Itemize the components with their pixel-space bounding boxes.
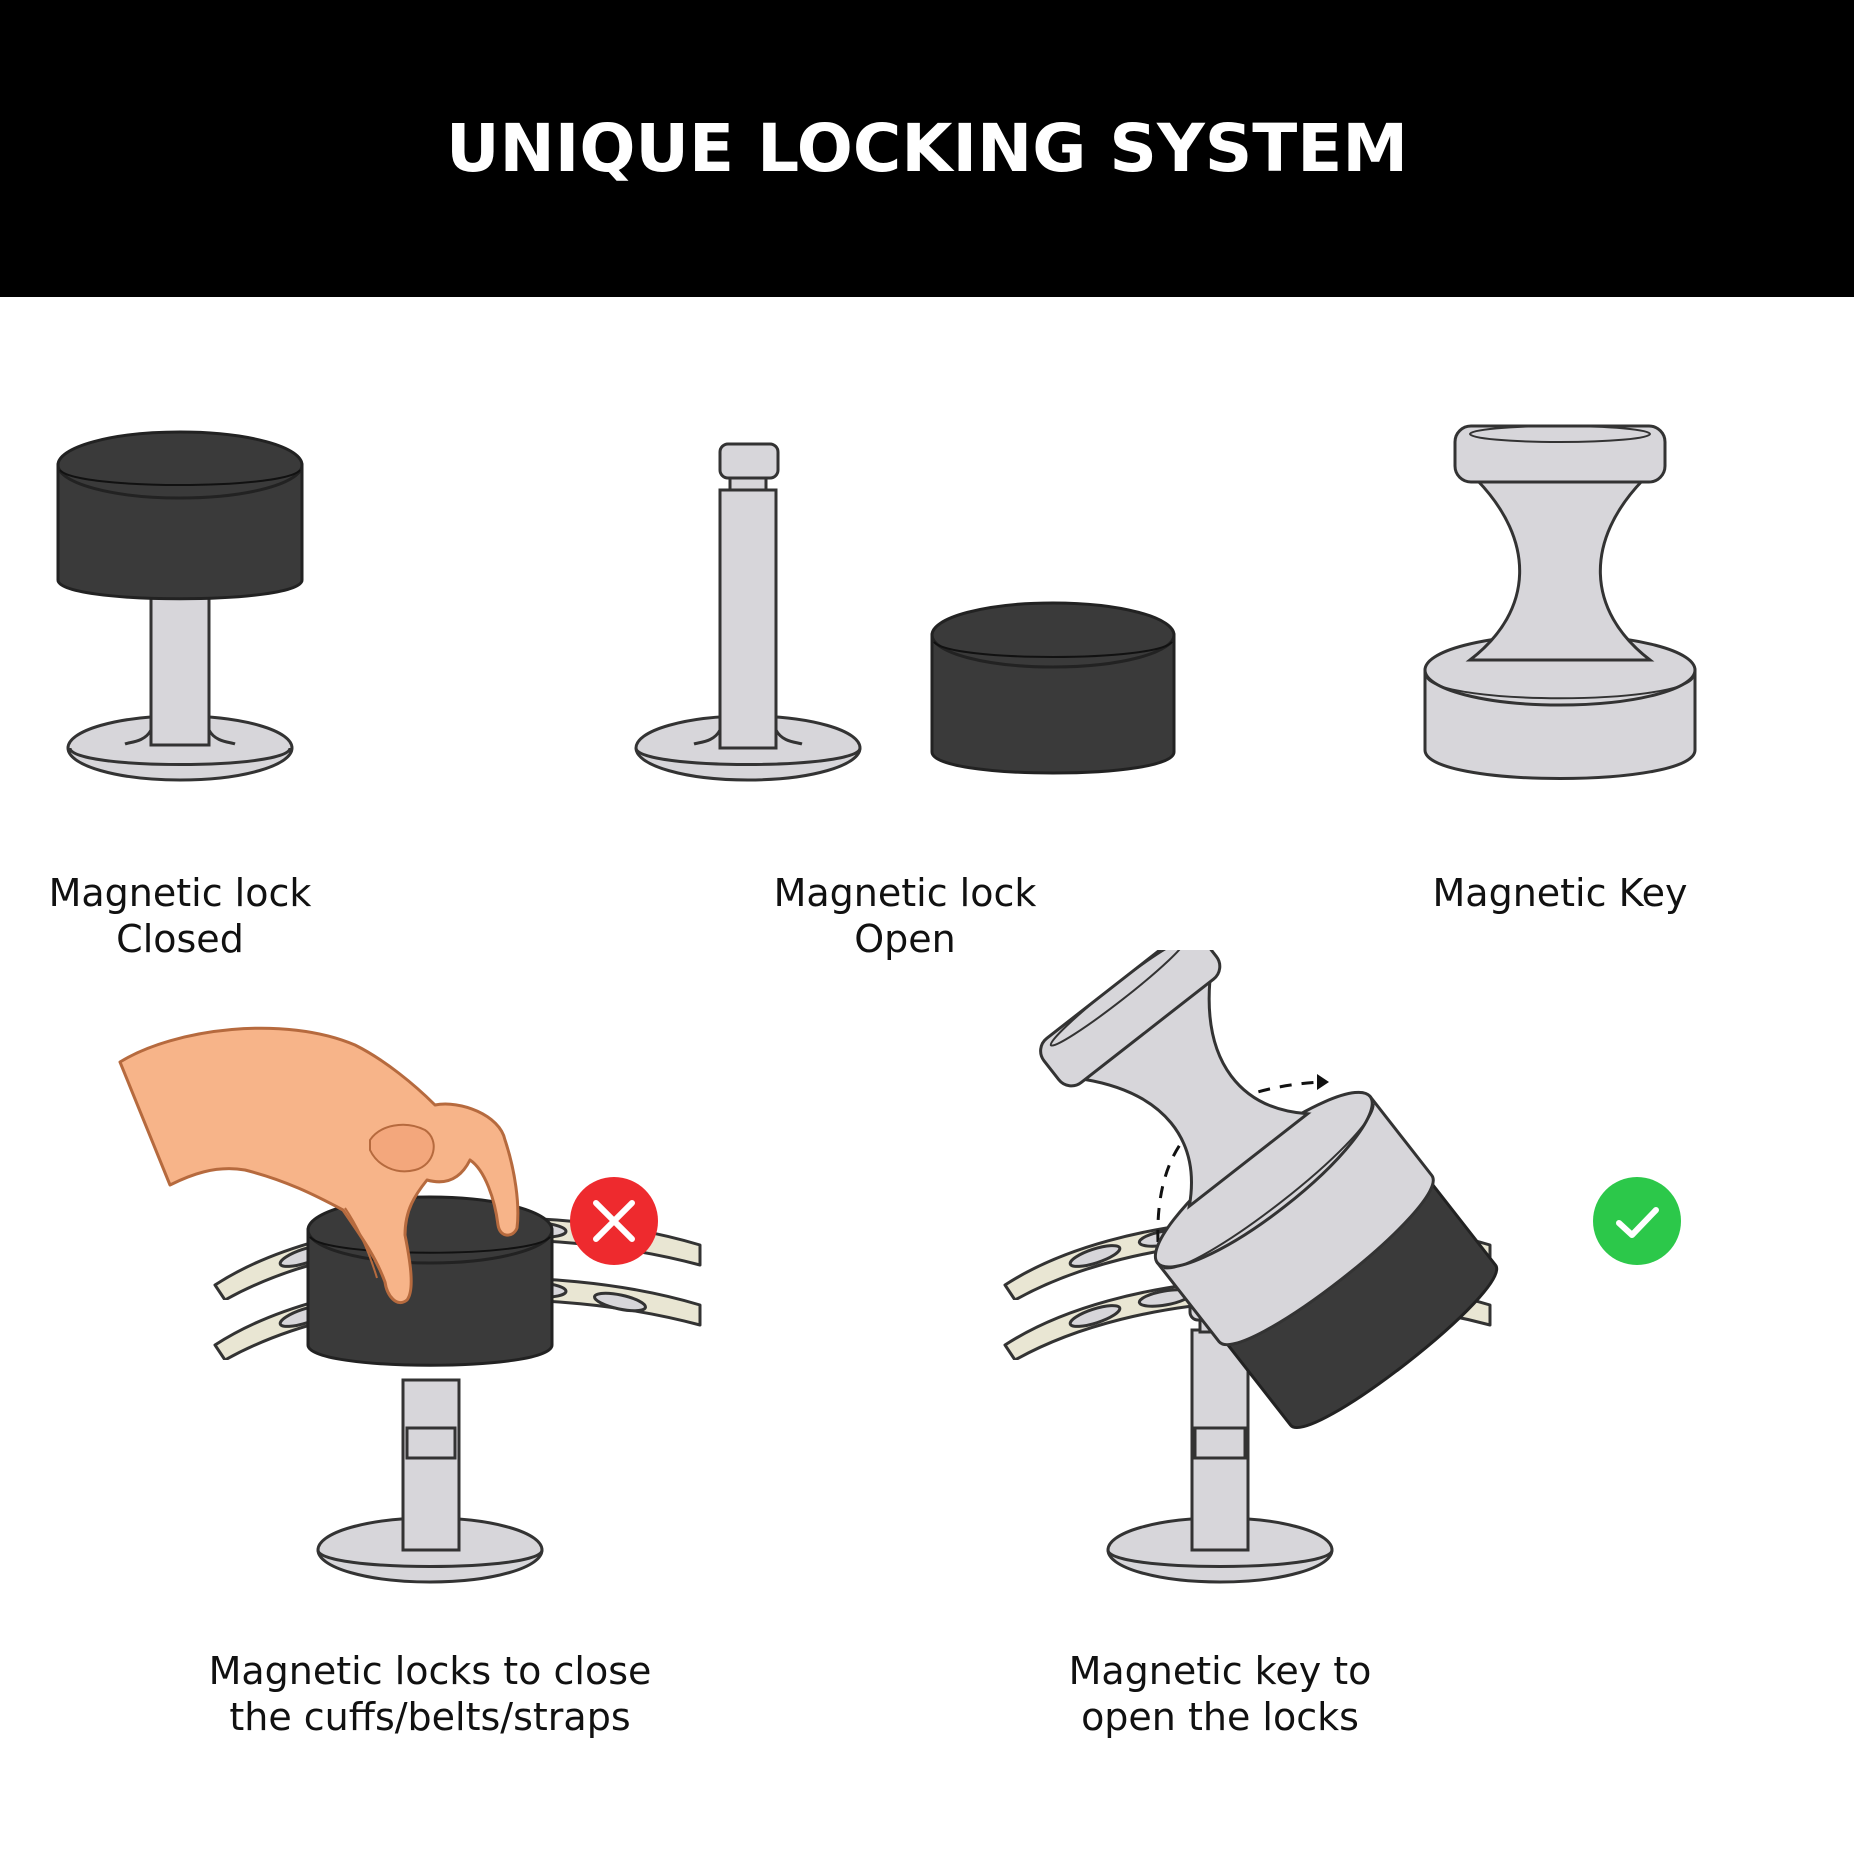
magnetic-key-illustration	[1423, 424, 1697, 780]
page-title: UNIQUE LOCKING SYSTEM	[445, 110, 1409, 187]
caption-open-locks: Magnetic key to open the locks	[1068, 1649, 1372, 1739]
x-mark-icon	[593, 1200, 635, 1242]
header-banner: UNIQUE LOCKING SYSTEM	[0, 0, 1854, 297]
caption-lock-open: Magnetic lock Open	[773, 871, 1037, 961]
correct-badge	[1593, 1177, 1681, 1265]
magnetic-lock-open-illustration	[634, 442, 1176, 782]
caption-lock-closed: Magnetic lock Closed	[48, 871, 312, 961]
checkmark-icon	[1616, 1207, 1659, 1238]
caption-magnetic-key: Magnetic Key	[1432, 871, 1688, 915]
magnetic-lock-closed-illustration	[56, 430, 304, 782]
caption-close-cuffs: Magnetic locks to close the cuffs/belts/…	[208, 1649, 652, 1739]
wrong-badge	[570, 1177, 658, 1265]
key-opening-lock-illustration	[1003, 950, 1499, 1584]
hand-pulling-lock-illustration	[118, 1026, 702, 1584]
